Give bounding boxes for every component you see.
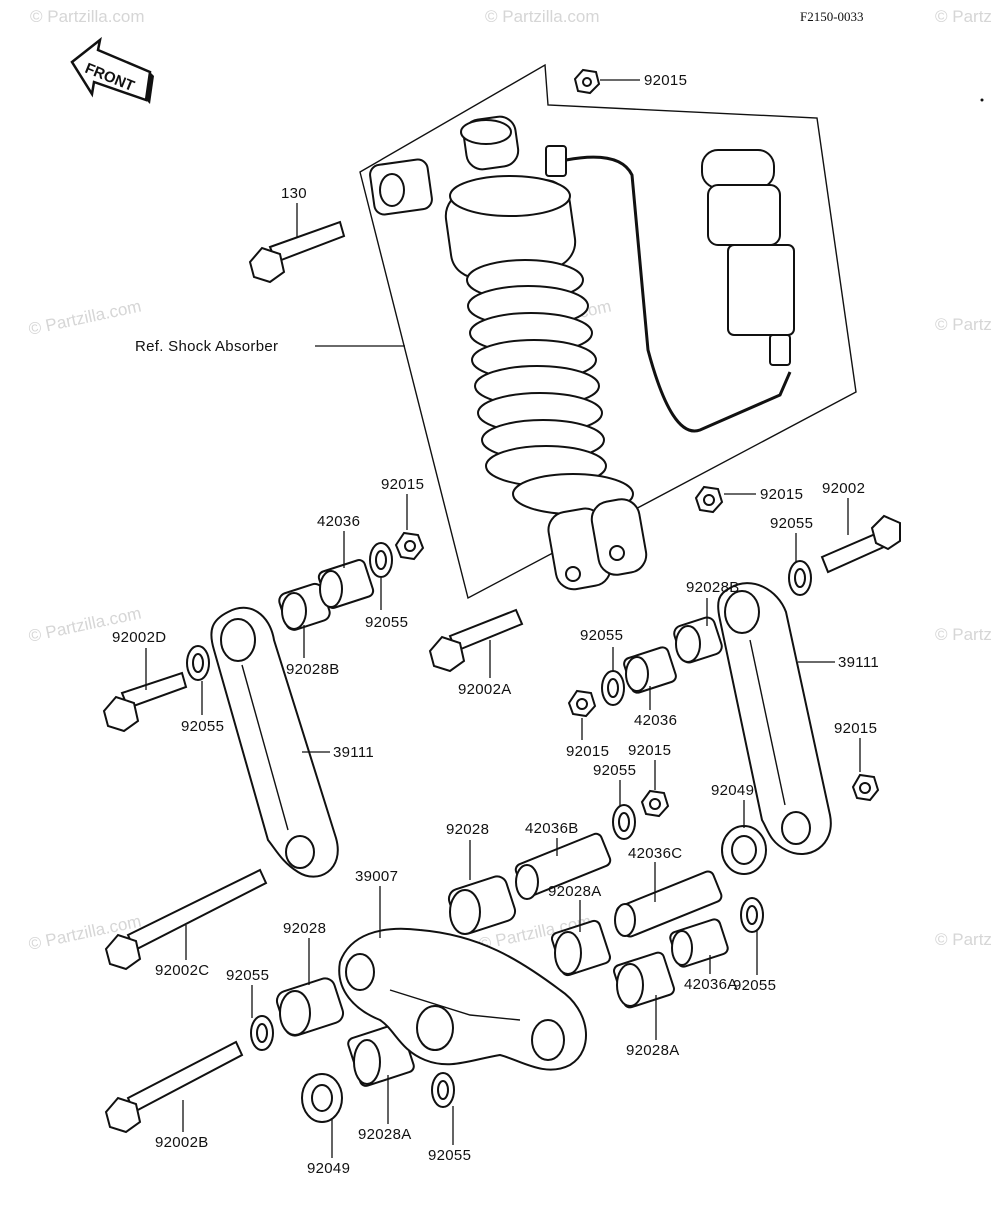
collar-42036-b (623, 646, 677, 694)
label-92002c: 92002C (155, 962, 209, 979)
nut-92015-a (394, 531, 425, 561)
nut-92015-r (694, 485, 724, 514)
leader-lines (145, 79, 861, 1158)
label-92015: 92015 (834, 720, 877, 737)
label-130: 130 (281, 185, 307, 202)
tie-rod-39111-right (717, 582, 832, 855)
bushing-92028B-b (673, 616, 723, 664)
label-92055: 92055 (593, 762, 636, 779)
bushing-92028A-b (613, 951, 675, 1009)
washer-92055-d (601, 670, 625, 706)
bolt-130 (248, 220, 346, 284)
washer-92055-e (612, 804, 636, 840)
nut-92015-b (567, 689, 597, 718)
label-92028a: 92028A (626, 1042, 680, 1059)
bushing-92028-b (275, 977, 345, 1037)
nut-92015-d (851, 773, 880, 802)
label-92015: 92015 (628, 742, 671, 759)
label-92002b: 92002B (155, 1134, 209, 1151)
watermark: © Partzilla.com (935, 930, 993, 949)
washer-92055-a (369, 542, 393, 578)
shock-spring (466, 259, 634, 515)
label-92028b: 92028B (286, 661, 340, 678)
label-92028b: 92028B (686, 579, 740, 596)
label-92028a: 92028A (548, 883, 602, 900)
collar-42036A (669, 918, 729, 968)
label-42036a: 42036A (684, 976, 738, 993)
watermark: © Partzilla.com (935, 315, 993, 334)
tie-rod-39111-left (210, 606, 339, 878)
label-92049: 92049 (307, 1160, 350, 1177)
rocker-arm-39007 (338, 927, 587, 1071)
label-42036: 42036 (634, 712, 677, 729)
label-92055: 92055 (580, 627, 623, 644)
bolt-92002A (428, 608, 524, 673)
label-39111: 39111 (838, 654, 879, 671)
washer-92055-g (740, 897, 764, 933)
dot-mark (980, 98, 984, 102)
bolt-92002D (102, 671, 188, 733)
bushing-92028A-a (550, 919, 612, 977)
label-92028a: 92028A (358, 1126, 412, 1143)
washer-92055-h (431, 1072, 455, 1108)
label-92055: 92055 (365, 614, 408, 631)
label-92049: 92049 (711, 782, 754, 799)
front-arrow-icon: FRONT (70, 36, 154, 104)
label-42036b: 42036B (525, 820, 579, 837)
label-92028: 92028 (446, 821, 489, 838)
label-92055: 92055 (226, 967, 269, 984)
watermark: © Partzilla.com (935, 625, 993, 644)
watermark: © Partzilla.com (30, 7, 145, 26)
label-92015: 92015 (381, 476, 424, 493)
figure-code: F2150-0033 (800, 9, 864, 24)
label-42036: 42036 (317, 513, 360, 530)
bushing-92028-a (447, 875, 517, 935)
washer-92055-f (250, 1015, 274, 1051)
watermark: © Partzilla.com (485, 7, 600, 26)
ref-shock-absorber-label: Ref. Shock Absorber (135, 338, 278, 355)
label-92055: 92055 (181, 718, 224, 735)
label-39111: 39111 (333, 744, 374, 761)
label-92055: 92055 (428, 1147, 471, 1164)
nut-92015-c (640, 789, 670, 818)
bolt-92002 (820, 514, 901, 574)
label-92028: 92028 (283, 920, 326, 937)
label-92055: 92055 (770, 515, 813, 532)
bushing-92028B-a (278, 582, 331, 631)
shock-absorber (369, 115, 795, 591)
bolt-92002B (104, 1040, 244, 1134)
washer-92055-c (788, 560, 812, 596)
shock-absorber-outline (359, 63, 857, 600)
label-92015: 92015 (566, 743, 609, 760)
washer-92055-b (186, 645, 210, 681)
label-92015: 92015 (644, 72, 687, 89)
label-92002: 92002 (822, 480, 865, 497)
bolt-92002C (104, 868, 268, 971)
label-92015: 92015 (760, 486, 803, 503)
seal-92049-b (301, 1073, 343, 1123)
label-39007: 39007 (355, 868, 398, 885)
seal-92049-a (721, 825, 767, 875)
collar-42036-a (317, 559, 375, 609)
nut-92015-top (573, 68, 601, 95)
watermark: © Partzilla.com (27, 297, 143, 339)
label-92055: 92055 (733, 977, 776, 994)
label-42036c: 42036C (628, 845, 682, 862)
collar-42036C (614, 870, 723, 938)
watermark: © Partzilla.com (935, 7, 993, 26)
part-labels: 92015 130 92015 42036 92055 92028B 92002… (112, 72, 879, 1177)
label-92002d: 92002D (112, 629, 166, 646)
label-92002a: 92002A (458, 681, 512, 698)
